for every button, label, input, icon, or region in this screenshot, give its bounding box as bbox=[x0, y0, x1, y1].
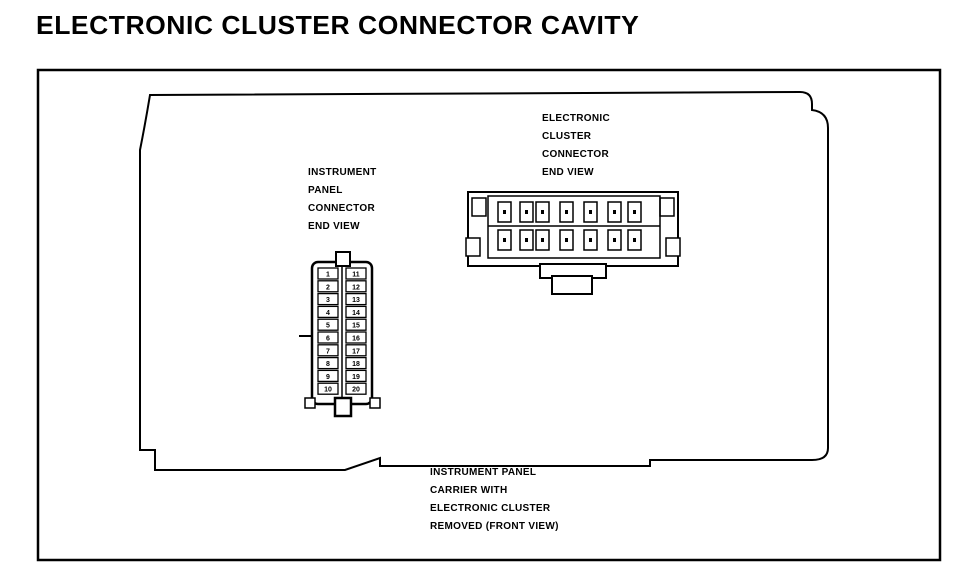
cluster-terminal bbox=[613, 210, 616, 214]
pin-number: 15 bbox=[352, 323, 360, 330]
label-line: END VIEW bbox=[542, 167, 594, 178]
pin-number: 7 bbox=[326, 348, 330, 355]
pin-number: 18 bbox=[352, 361, 360, 368]
cluster-terminal bbox=[525, 238, 528, 242]
cluster-terminal bbox=[525, 210, 528, 214]
cluster-terminal bbox=[633, 238, 636, 242]
label-line: ELECTRONIC CLUSTER bbox=[430, 503, 551, 514]
pin-number: 4 bbox=[326, 310, 330, 317]
diagram-title: ELECTRONIC CLUSTER CONNECTOR CAVITY bbox=[36, 10, 640, 40]
pin-cavity bbox=[317, 305, 339, 319]
label-line: CONNECTOR bbox=[308, 203, 375, 214]
pin-cavity bbox=[345, 292, 367, 306]
pin-cavity bbox=[345, 369, 367, 383]
pin-cavity bbox=[345, 382, 367, 395]
pin-cavity bbox=[345, 280, 367, 293]
cluster-terminal bbox=[633, 210, 636, 214]
pin-number: 20 bbox=[352, 387, 360, 394]
pin-cavity bbox=[317, 356, 339, 370]
label-line: PANEL bbox=[308, 185, 343, 196]
pin-number: 12 bbox=[352, 284, 360, 291]
label-line: CARRIER WITH bbox=[430, 485, 508, 496]
pin-cavity bbox=[317, 369, 339, 383]
pin-number: 16 bbox=[352, 336, 360, 343]
electronic-cluster-connector bbox=[465, 191, 681, 295]
pin-number: 6 bbox=[326, 336, 330, 343]
cluster-terminal bbox=[613, 238, 616, 242]
pin-cavity bbox=[317, 280, 339, 293]
pin-cavity bbox=[345, 267, 367, 280]
pin-cavity bbox=[317, 267, 339, 280]
label-line: REMOVED (FRONT VIEW) bbox=[430, 521, 559, 532]
pin-number: 8 bbox=[326, 361, 330, 368]
pin-cavity bbox=[317, 318, 339, 331]
electronic-cluster-connector-label: ELECTRONIC CLUSTER CONNECTOR END VIEW bbox=[542, 110, 610, 182]
label-line: CLUSTER bbox=[542, 131, 592, 142]
pin-cavity bbox=[345, 318, 367, 331]
connector-latch-top bbox=[335, 251, 351, 267]
cluster-terminal bbox=[565, 210, 568, 214]
pin-cavity bbox=[345, 356, 367, 370]
pin-number: 17 bbox=[352, 348, 360, 355]
pin-cavity bbox=[345, 305, 367, 319]
cluster-terminal bbox=[503, 210, 506, 214]
carrier-label: INSTRUMENT PANEL CARRIER WITH ELECTRONIC… bbox=[430, 464, 559, 536]
pin-cavity bbox=[317, 331, 339, 344]
pin-cavity bbox=[345, 331, 367, 344]
cluster-terminal bbox=[565, 238, 568, 242]
pin-cavity bbox=[345, 344, 367, 357]
pin-number: 14 bbox=[352, 310, 360, 317]
pin-number: 19 bbox=[352, 374, 360, 381]
cluster-terminal bbox=[589, 238, 592, 242]
pin-number: 3 bbox=[326, 297, 330, 304]
pin-cavity bbox=[317, 344, 339, 357]
label-line: CONNECTOR bbox=[542, 149, 609, 160]
label-line: INSTRUMENT bbox=[308, 167, 377, 178]
pin-number: 5 bbox=[326, 323, 330, 330]
label-line: END VIEW bbox=[308, 221, 360, 232]
pin-cavity bbox=[317, 382, 339, 395]
cluster-terminal bbox=[589, 210, 592, 214]
connector-latch-bottom bbox=[333, 396, 353, 418]
label-line: INSTRUMENT PANEL bbox=[430, 467, 537, 478]
pin-number: 1 bbox=[326, 272, 330, 279]
pin-number: 10 bbox=[324, 387, 332, 394]
cluster-terminal bbox=[503, 238, 506, 242]
pin-number: 13 bbox=[352, 297, 360, 304]
instrument-panel-connector-label: INSTRUMENT PANEL CONNECTOR END VIEW bbox=[308, 164, 377, 236]
carrier-outline bbox=[139, 90, 829, 471]
outer-frame bbox=[36, 68, 942, 562]
pin-cavity bbox=[317, 292, 339, 306]
cluster-terminal bbox=[541, 210, 544, 214]
pin-number: 2 bbox=[326, 284, 330, 291]
label-line: ELECTRONIC bbox=[542, 113, 610, 124]
cluster-terminal bbox=[541, 238, 544, 242]
pin-number: 11 bbox=[352, 272, 360, 279]
pin-number: 9 bbox=[326, 374, 330, 381]
